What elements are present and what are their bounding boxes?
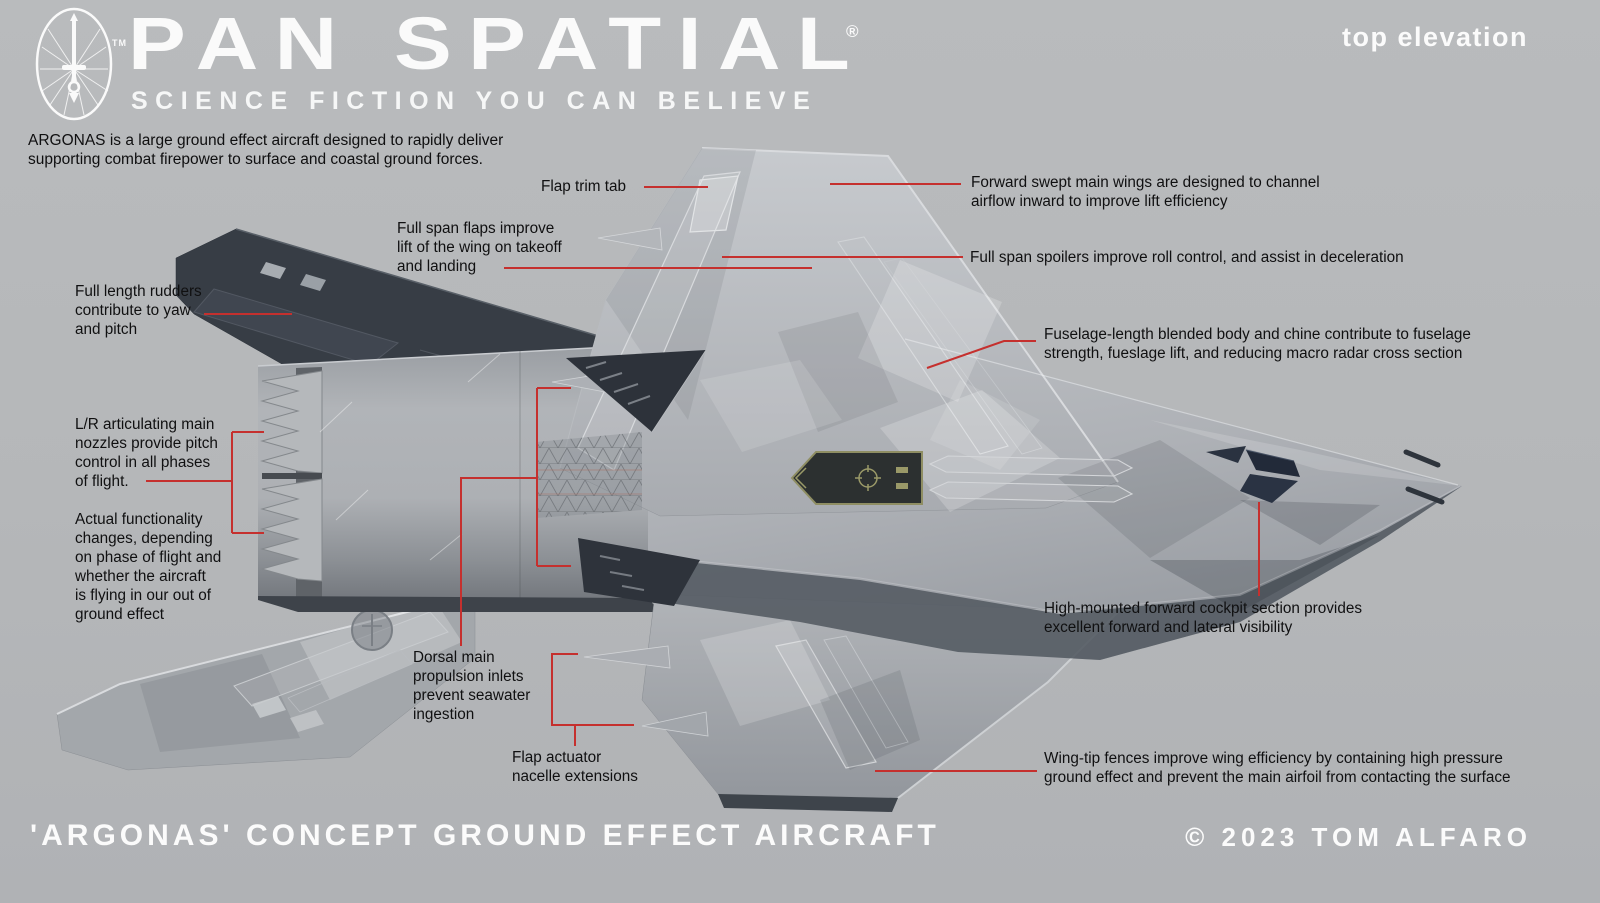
callout-forward-swept-wings: Forward swept main wings are designed to… [971,174,1320,210]
spoiler-panel [837,236,1009,455]
pan-spatial-logo-icon [35,7,113,121]
dorsal-inlet-upper [566,349,707,433]
flap-actuator-spike [641,711,709,737]
callout-full-span-flaps: Full span flaps improve lift of the wing… [397,220,562,275]
view-label: top elevation [1341,22,1528,52]
nose-vents [1403,449,1445,505]
fuselage-details [536,338,1462,606]
footer-credit: © 2023 TOM ALFARO [1185,822,1532,852]
fuselage-underside [647,485,1462,660]
cockpit-glazing [1206,446,1300,503]
callout-flap-trim-tab: Flap trim tab [541,178,627,195]
leader-line-dorsal-inlets [460,477,537,646]
footer-title: 'ARGONAS' CONCEPT GROUND EFFECT AIRCRAFT [30,819,940,852]
dorsal-inlet-lower [578,538,700,606]
callout-flap-actuator-nacelles: Flap actuator nacelle extensions [512,749,638,785]
leader-line-flap-actuator-nacelles [551,653,634,726]
dorsal-mesh-grille [536,432,642,518]
rear-fuselage [257,344,660,612]
flap-actuator-spike [583,645,671,669]
wing-roundel-emblem [351,609,393,651]
rear-wing [56,594,476,771]
wing-tip-fence [718,794,898,812]
brand-title: PAN SPATIAL [128,2,867,85]
registered-mark: ® [846,22,859,41]
weapon-bay-outlines [928,455,1134,503]
intro-paragraph: ARGONAS is a large ground effect aircraf… [28,132,504,168]
callout-high-mounted-cockpit: High-mounted forward cockpit section pro… [1044,600,1362,636]
trademark-mark: TM [112,38,127,48]
nozzle-serrations [260,370,323,582]
leader-line-fuselage-length-chine [926,340,1036,369]
callout-dorsal-inlets: Dorsal main propulsion inlets prevent se… [413,649,531,723]
brand-tagline: SCIENCE FICTION YOU CAN BELIEVE [131,87,818,115]
callout-full-length-rudders: Full length rudders contribute to yaw an… [75,283,202,338]
callout-full-span-spoilers: Full span spoilers improve roll control,… [970,249,1404,266]
leader-lines [146,183,1260,772]
callout-wing-tip-fences: Wing-tip fences improve wing efficiency … [1044,750,1511,786]
vortex-spike [597,227,663,251]
callout-actual-functionality: Actual functionality changes, depending … [75,511,222,623]
callout-lr-articulating-nozzles: L/R articulating main nozzles provide pi… [75,416,218,490]
dorsal-landing-pad [790,451,923,505]
flap-trim-tab-panel [689,175,739,233]
tail-fin [175,228,663,376]
callout-fuselage-length-chine: Fuselage-length blended body and chine c… [1044,326,1471,362]
